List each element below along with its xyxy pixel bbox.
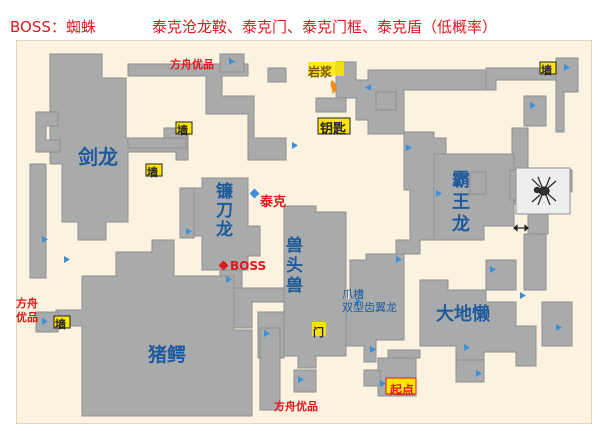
arrow-icon xyxy=(464,344,470,351)
wall-label-1: 墙 xyxy=(177,124,188,137)
wall-markers xyxy=(53,61,557,395)
start-marker-bg xyxy=(385,377,417,395)
area-label-bawanglong: 霸王龙 xyxy=(452,170,470,235)
arrow-icon xyxy=(229,58,235,65)
arrow-icon xyxy=(186,228,192,235)
key-label: 钥匙 xyxy=(320,122,347,137)
corridors xyxy=(29,53,579,417)
arrow-icon xyxy=(264,330,270,337)
wall-label-3: 墙 xyxy=(541,64,552,77)
wall-marker-bg xyxy=(53,315,71,329)
area-label-dadilan: 大地懒 xyxy=(436,304,490,325)
wall-marker-bg xyxy=(539,61,557,75)
ark-goods-label-top: 方舟优品 xyxy=(170,58,214,71)
arrow-icon xyxy=(365,84,371,91)
wall-marker-bg xyxy=(145,163,163,177)
arrow-icon xyxy=(42,236,48,243)
arrow-icon xyxy=(476,370,482,377)
wall-marker-bg xyxy=(175,121,193,135)
arrow-icon xyxy=(356,298,362,305)
arrow-icon xyxy=(292,142,298,149)
taike-marker-dot xyxy=(249,188,260,199)
area-label-jiaochilong: 爪槽 双型齿翼龙 xyxy=(342,288,397,314)
boss-title: BOSS：蜘蛛 xyxy=(10,18,96,36)
area-label-zhuye: 猪鳄 xyxy=(148,344,187,366)
arrow-icon xyxy=(64,256,70,263)
boss-location-label: BOSS xyxy=(230,259,267,273)
arrow-icon xyxy=(396,256,402,263)
arrow-icon xyxy=(556,324,562,331)
taike-label: 泰克 xyxy=(260,195,287,210)
double-arrow-icon xyxy=(513,224,529,232)
door-marker-bg xyxy=(312,322,326,336)
arrow-icon xyxy=(226,276,232,283)
key-marker-bg xyxy=(317,117,351,135)
arrow-icon xyxy=(380,380,386,387)
wall-label-2: 墙 xyxy=(147,166,158,179)
arrow-icon xyxy=(406,144,412,151)
boss-marker-dot xyxy=(218,260,229,271)
arrow-icon xyxy=(490,266,496,273)
arrow-markers xyxy=(42,58,570,387)
arrow-icon xyxy=(42,318,48,325)
arrow-icon xyxy=(436,190,442,197)
arrow-icon xyxy=(520,292,526,299)
arrow-icon xyxy=(530,102,536,109)
lava-marker-bg xyxy=(308,62,344,76)
dungeon-map xyxy=(16,40,592,424)
area-label-lianchilong: 镰刀龙 xyxy=(216,182,233,240)
arrow-icon xyxy=(564,64,570,71)
wall-label-4: 墙 xyxy=(55,318,66,331)
start-label: 起点 xyxy=(390,383,415,397)
door-label: 门 xyxy=(313,326,324,339)
spider-icon xyxy=(531,176,557,206)
flame-icon xyxy=(330,80,337,94)
drops-title: 泰克沧龙鞍、泰克门、泰克门框、泰克盾（低概率） xyxy=(152,18,498,36)
ark-goods-label-left: 方舟 优品 xyxy=(16,297,38,324)
area-label-shoutoushou: 兽头兽 xyxy=(286,236,303,296)
arrow-icon xyxy=(298,376,304,383)
lava-label: 岩浆 xyxy=(308,65,333,79)
area-label-jianlong: 剑龙 xyxy=(78,145,118,169)
arrow-icon xyxy=(370,346,376,353)
ark-goods-label-bottom: 方舟优品 xyxy=(274,400,318,413)
